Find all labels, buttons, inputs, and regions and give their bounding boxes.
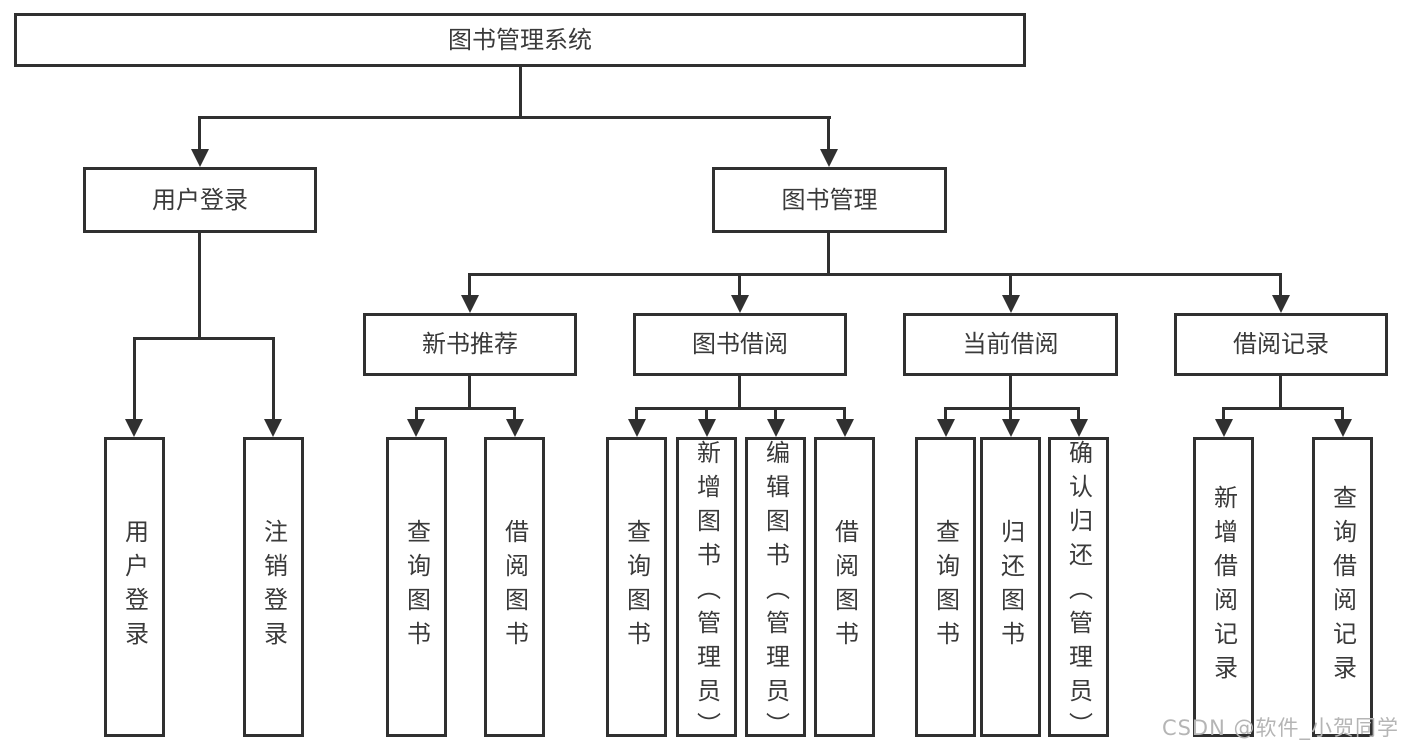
connector-line (1077, 407, 1080, 419)
connector-line (133, 337, 136, 419)
csdn-watermark: CSDN @软件_小贺同学 (1161, 716, 1399, 740)
node-new-book-recommend: 新书推荐 (363, 313, 577, 376)
arrow-down-icon (767, 419, 785, 437)
arrow-down-icon (264, 419, 282, 437)
leaf-cb-return-books-label: 归还图书 (996, 519, 1025, 655)
connector-line (468, 273, 1282, 276)
arrow-down-icon (1070, 419, 1088, 437)
node-borrow-records: 借阅记录 (1174, 313, 1388, 376)
leaf-logout: 注销登录 (243, 437, 304, 737)
arrow-down-icon (1272, 295, 1290, 313)
leaf-bb-borrow-books-label: 借阅图书 (830, 519, 859, 655)
connector-line (843, 407, 846, 419)
connector-line (1009, 407, 1012, 419)
leaf-bb-query-books-label: 查询图书 (622, 519, 651, 655)
leaf-bb-edit-books-admin: 编辑图书（管理员） (745, 437, 806, 746)
arrow-down-icon (698, 419, 716, 437)
arrow-down-icon (191, 149, 209, 167)
arrow-down-icon (407, 419, 425, 437)
connector-line (198, 116, 831, 119)
node-current-borrow: 当前借阅 (903, 313, 1118, 376)
connector-line (635, 407, 638, 419)
connector-line (272, 337, 275, 419)
connector-line (133, 337, 275, 340)
node-user-login: 用户登录 (83, 167, 317, 233)
connector-line (468, 376, 471, 407)
leaf-nb-query-books: 查询图书 (386, 437, 447, 737)
connector-line (415, 407, 516, 410)
leaf-user-login: 用户登录 (104, 437, 165, 737)
leaf-bb-borrow-books: 借阅图书 (814, 437, 875, 737)
leaf-bb-add-books-admin-label: 新增图书（管理员） (692, 440, 721, 746)
leaf-nb-borrow-books-label: 借阅图书 (500, 519, 529, 655)
connector-line (1341, 407, 1344, 419)
connector-line (635, 407, 845, 410)
connector-line (705, 407, 708, 419)
connector-line (738, 273, 741, 295)
arrow-down-icon (1334, 419, 1352, 437)
connector-line (513, 407, 516, 419)
connector-line (198, 233, 201, 337)
leaf-br-add-record-label: 新增借阅记录 (1209, 485, 1238, 689)
node-library-management-system: 图书管理系统 (14, 13, 1026, 67)
leaf-cb-confirm-return-admin-label: 确认归还（管理员） (1064, 440, 1093, 746)
node-book-management: 图书管理 (712, 167, 947, 233)
leaf-br-add-record: 新增借阅记录 (1193, 437, 1254, 737)
leaf-cb-query-books: 查询图书 (915, 437, 976, 737)
connector-line (1009, 273, 1012, 295)
arrow-down-icon (937, 419, 955, 437)
leaf-nb-borrow-books: 借阅图书 (484, 437, 545, 737)
arrow-down-icon (731, 295, 749, 313)
leaf-cb-query-books-label: 查询图书 (931, 519, 960, 655)
leaf-user-login-label: 用户登录 (120, 519, 149, 655)
connector-line (827, 233, 830, 275)
leaf-bb-add-books-admin: 新增图书（管理员） (676, 437, 737, 746)
arrow-down-icon (125, 419, 143, 437)
arrow-down-icon (1002, 419, 1020, 437)
leaf-logout-label: 注销登录 (259, 519, 288, 655)
arrow-down-icon (506, 419, 524, 437)
arrow-down-icon (461, 295, 479, 313)
connector-line (1279, 273, 1282, 295)
connector-line (1222, 407, 1343, 410)
connector-line (1279, 376, 1282, 407)
arrow-down-icon (1002, 295, 1020, 313)
connector-line (468, 273, 471, 295)
arrow-down-icon (628, 419, 646, 437)
connector-line (198, 116, 201, 149)
arrow-down-icon (836, 419, 854, 437)
arrow-down-icon (820, 149, 838, 167)
leaf-bb-query-books: 查询图书 (606, 437, 667, 737)
connector-line (774, 407, 777, 419)
connector-line (1009, 376, 1012, 407)
leaf-bb-edit-books-admin-label: 编辑图书（管理员） (761, 440, 790, 746)
connector-line (519, 66, 522, 118)
leaf-cb-return-books: 归还图书 (980, 437, 1041, 737)
leaf-br-query-record-label: 查询借阅记录 (1328, 485, 1357, 689)
connector-line (827, 116, 830, 149)
leaf-br-query-record: 查询借阅记录 (1312, 437, 1373, 737)
connector-line (944, 407, 947, 419)
connector-line (415, 407, 418, 419)
arrow-down-icon (1215, 419, 1233, 437)
node-book-borrow: 图书借阅 (633, 313, 847, 376)
leaf-cb-confirm-return-admin: 确认归还（管理员） (1048, 437, 1109, 746)
leaf-nb-query-books-label: 查询图书 (402, 519, 431, 655)
connector-line (1222, 407, 1225, 419)
connector-line (738, 376, 741, 407)
